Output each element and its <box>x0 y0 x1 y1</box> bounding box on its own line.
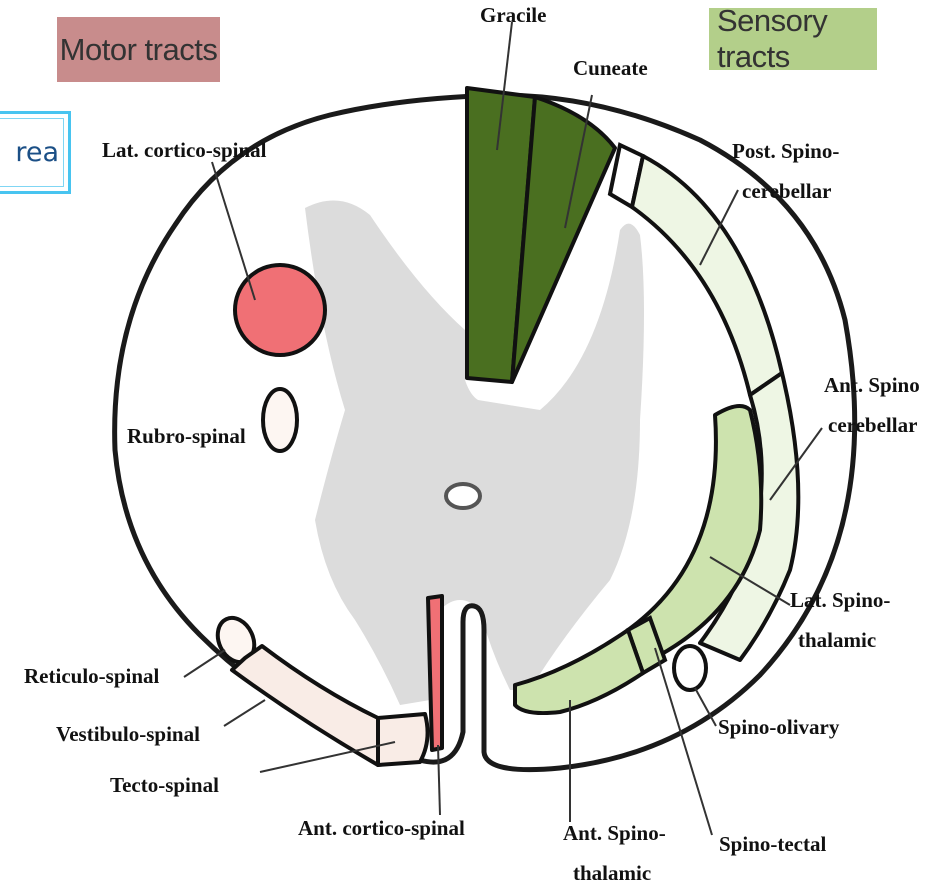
label-ant-spino-thalamic-2: thalamic <box>573 861 651 885</box>
label-ant-cortico-spinal: Ant. cortico-spinal <box>298 816 465 840</box>
label-tecto-spinal: Tecto-spinal <box>110 773 219 797</box>
label-ant-spino-cerebellar-1: Ant. Spino <box>824 373 920 397</box>
label-ant-spino-cerebellar-2: cerebellar <box>828 413 917 437</box>
label-cuneate: Cuneate <box>573 56 648 80</box>
label-vestibulo-spinal: Vestibulo-spinal <box>56 722 200 746</box>
label-post-spino-cerebellar-1: Post. Spino- <box>732 139 839 163</box>
spino-olivary-tract <box>674 646 706 690</box>
central-canal <box>446 484 480 508</box>
tecto-spinal-tract <box>378 714 428 765</box>
rubro-spinal-tract <box>263 389 297 451</box>
label-reticulo-spinal: Reticulo-spinal <box>24 664 160 688</box>
label-spino-olivary: Spino-olivary <box>718 715 840 739</box>
vestibulo-spinal-tract <box>232 646 378 765</box>
label-lat-cortico-spinal: Lat. cortico-spinal <box>102 138 267 162</box>
ant-cortico-spinal-tract <box>428 596 442 750</box>
label-spino-tectal: Spino-tectal <box>719 832 826 856</box>
label-ant-spino-thalamic-1: Ant. Spino- <box>563 821 666 845</box>
label-rubro-spinal: Rubro-spinal <box>127 424 246 448</box>
label-lat-spino-thalamic-2: thalamic <box>798 628 876 652</box>
label-lat-spino-thalamic-1: Lat. Spino- <box>790 588 890 612</box>
label-gracile: Gracile <box>480 3 546 27</box>
label-post-spino-cerebellar-2: cerebellar <box>742 179 831 203</box>
